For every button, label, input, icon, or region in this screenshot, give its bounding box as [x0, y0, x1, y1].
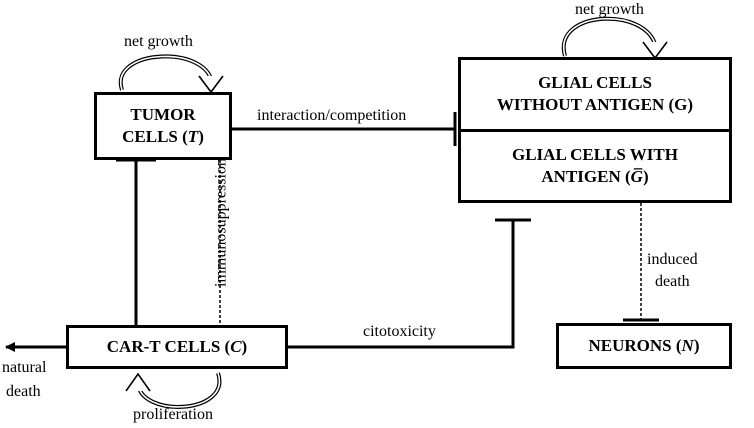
- neurons-symbol: N: [681, 336, 694, 355]
- car-t-cells-node: CAR-T CELLS (C): [66, 325, 288, 369]
- citotoxicity-connector: [288, 220, 515, 349]
- car-t-symbol: C: [230, 337, 242, 356]
- neurons-label: NEURONS (N): [588, 336, 700, 355]
- glial-without-antigen-section: GLIAL CELLS WITHOUT ANTIGEN (G): [461, 60, 729, 132]
- glial-with-antigen-line1: GLIAL CELLS WITH: [512, 144, 678, 164]
- interaction-competition-label: interaction/competition: [257, 107, 407, 124]
- immunosuppression-label: immunosuppression: [212, 158, 230, 287]
- glial-antigen-symbol: G̅: [630, 166, 643, 186]
- tumor-cells-node: TUMOR CELLS (T): [94, 92, 232, 160]
- natural-death-label-line2: death: [6, 383, 41, 400]
- cart-proliferation-loop-icon: [125, 372, 222, 409]
- tumor-net-growth-label: net growth: [124, 33, 193, 50]
- glial-without-antigen-line2: WITHOUT ANTIGEN (G): [496, 95, 694, 115]
- tumor-cells-line1: TUMOR: [130, 105, 196, 124]
- tumor-cells-line2: CELLS (T): [122, 127, 204, 146]
- glial-cells-node: GLIAL CELLS WITHOUT ANTIGEN (G) GLIAL CE…: [458, 57, 732, 203]
- glial-net-growth-label: net growth: [575, 1, 644, 18]
- induced-death-label-line2: death: [655, 273, 690, 290]
- glial-with-antigen-section: GLIAL CELLS WITH ANTIGEN (G̅): [461, 132, 729, 201]
- tumor-net-growth-loop-icon: [118, 54, 224, 94]
- glial-net-growth-loop-icon: [561, 16, 668, 60]
- neurons-node: NEURONS (N): [556, 323, 732, 369]
- citotoxicity-label: citotoxicity: [363, 323, 436, 340]
- glial-without-antigen-line1: GLIAL CELLS: [538, 73, 652, 93]
- glial-with-antigen-line2: ANTIGEN (G̅): [541, 166, 649, 186]
- natural-death-label-line1: natural: [2, 359, 47, 376]
- proliferation-label: proliferation: [133, 406, 213, 423]
- car-t-cells-label: CAR-T CELLS (C): [106, 337, 248, 356]
- induced-death-label-line1: induced: [647, 251, 698, 268]
- tumor-symbol: T: [187, 127, 199, 146]
